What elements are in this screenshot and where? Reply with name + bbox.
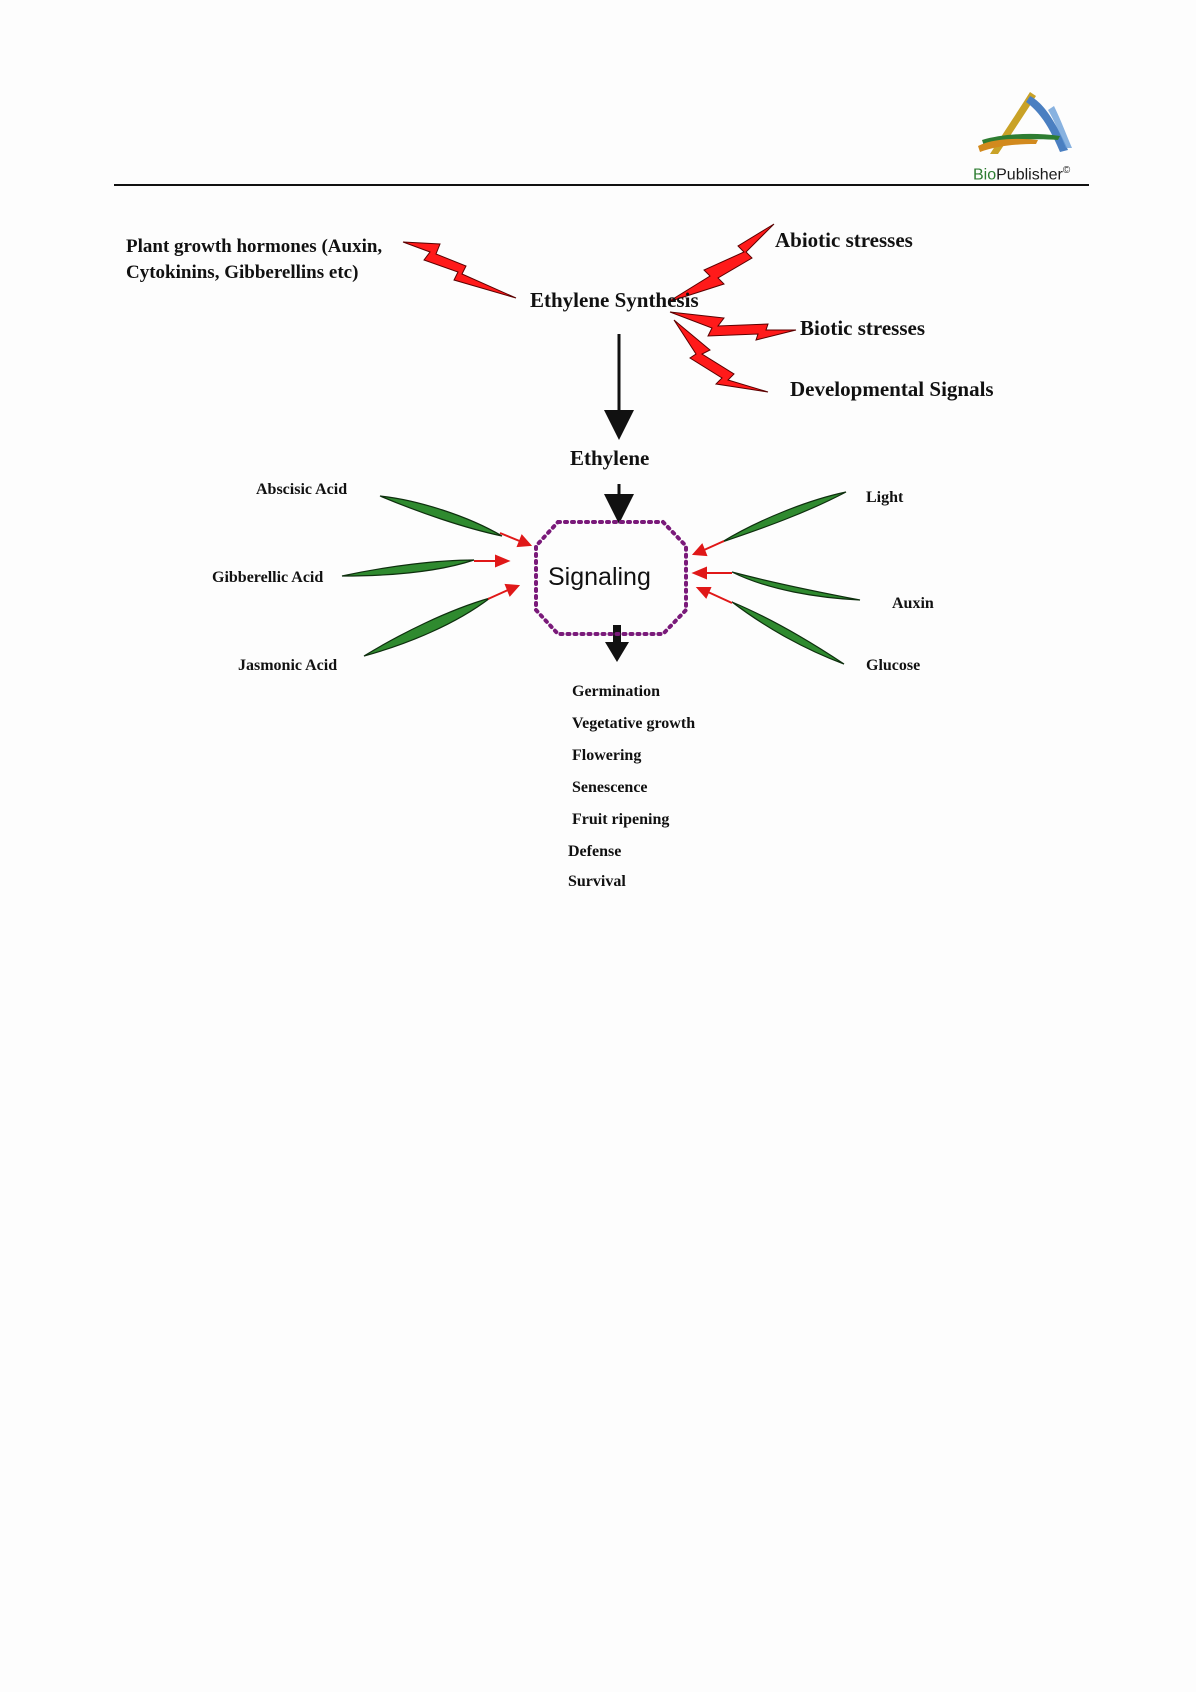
response-item: Survival [568,873,626,890]
label-auxin: Auxin [892,595,934,612]
label-abscisic-acid: Abscisic Acid [256,481,348,498]
label-plant-growth-hormones: Plant growth hormones (Auxin, [126,236,383,257]
label-biotic-stresses: Biotic stresses [800,316,926,340]
leaf-auxin-icon [731,571,861,601]
signaling-node-border [534,520,688,636]
modulator-arrows [474,532,733,604]
leaf-glucose-icon [731,601,845,665]
label-ethylene: Ethylene [570,446,650,470]
header-rule [114,184,1089,186]
bolt-biotic-icon [669,311,797,341]
leaf-gibberellic-icon [341,559,475,577]
response-item: Defense [568,843,622,860]
response-item: Fruit ripening [572,811,670,828]
arrow-signaling-to-responses-icon [605,625,629,662]
biopublisher-logo: BioPublisher© [968,88,1088,184]
label-jasmonic-acid: Jasmonic Acid [238,657,338,674]
ethylene-signaling-diagram: Plant growth hormones (Auxin, Cytokinins… [118,220,1078,900]
label-ethylene-synthesis: Ethylene Synthesis [530,288,699,312]
bolt-hormones-icon [402,241,517,299]
logo-wordmark: BioPublisher© [973,165,1071,184]
response-item: Flowering [572,747,642,764]
response-item: Senescence [572,779,648,796]
label-light: Light [866,489,904,506]
label-glucose: Glucose [866,657,921,674]
label-plant-growth-hormones-line2: Cytokinins, Gibberellins etc) [126,262,359,283]
label-abiotic-stresses: Abiotic stresses [775,228,913,252]
label-gibberellic-acid: Gibberellic Acid [212,569,324,586]
response-item: Germination [572,683,660,700]
leaf-abscisic-icon [379,495,503,537]
page-header: BioPublisher© [0,0,1196,190]
label-developmental-signals: Developmental Signals [790,377,994,401]
signaling-node-label: Signaling [548,563,651,591]
leaf-jasmonic-icon [363,597,491,657]
diagram-graphics [341,223,861,665]
bolt-developmental-icon [673,319,769,393]
response-item: Vegetative growth [572,715,696,732]
logo-mark-icon [978,92,1072,154]
bolt-abiotic-icon [667,223,775,303]
leaf-light-icon [721,491,847,543]
